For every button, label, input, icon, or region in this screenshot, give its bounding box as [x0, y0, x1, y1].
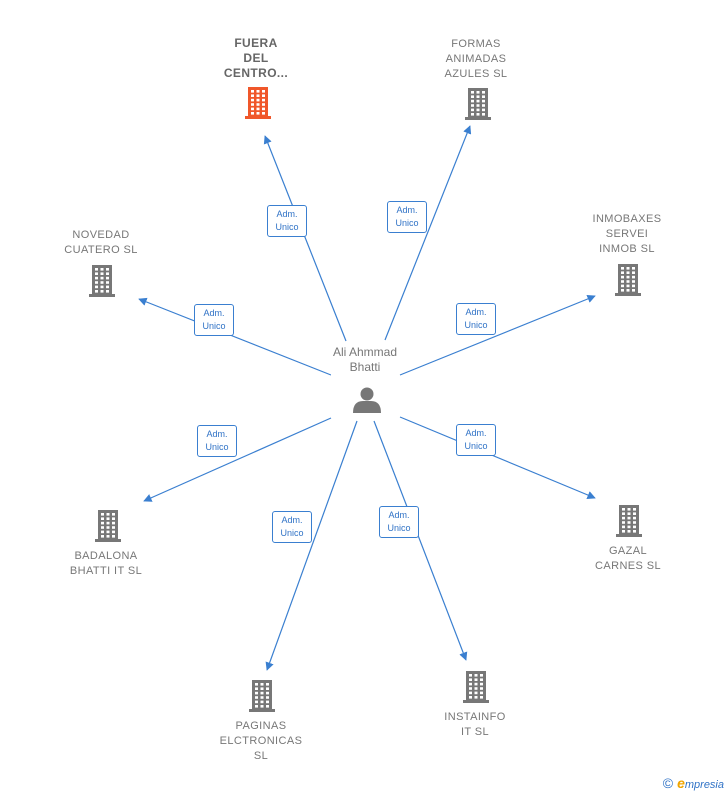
- edge-paginas: [265, 420, 358, 671]
- company-label-paginas[interactable]: PAGINAS ELCTRONICAS SL: [219, 720, 303, 762]
- role-badge-formas: Adm. Unico: [387, 201, 427, 233]
- role-badge-inmobaxes: Adm. Unico: [456, 303, 496, 335]
- role-badge-fuera: Adm. Unico: [267, 205, 307, 237]
- edge-badalona: [143, 417, 332, 502]
- role-badge-paginas: Adm. Unico: [272, 511, 312, 543]
- edge-inmobaxes: [399, 294, 596, 376]
- role-badge-gazal: Adm. Unico: [456, 424, 496, 456]
- company-label-gazal[interactable]: GAZAL CARNES SL: [595, 545, 661, 572]
- role-badge-instainfo: Adm. Unico: [379, 506, 419, 538]
- person-name-label[interactable]: Ali Ahmmad Bhatti: [330, 345, 400, 375]
- company-label-instainfo[interactable]: INSTAINFO IT SL: [444, 711, 506, 738]
- role-badge-novedad: Adm. Unico: [194, 304, 234, 336]
- edge-instainfo: [373, 420, 468, 661]
- building-icon-badalona[interactable]: [95, 510, 121, 542]
- brand-name: mpresia: [684, 779, 724, 791]
- role-badge-badalona: Adm. Unico: [197, 425, 237, 457]
- building-icon-paginas[interactable]: [249, 680, 275, 712]
- edge-fuera: [263, 135, 347, 342]
- company-label-novedad[interactable]: NOVEDAD CUATERO SL: [64, 229, 138, 256]
- edges-layer: [138, 125, 596, 671]
- edge-gazal: [399, 416, 596, 499]
- footer-brand[interactable]: ©empresia: [663, 775, 724, 791]
- building-icon-inmobaxes[interactable]: [615, 264, 641, 296]
- building-icon-gazal[interactable]: [616, 505, 642, 537]
- icons-layer: [89, 87, 642, 712]
- edge-formas: [384, 125, 472, 341]
- copyright-icon: ©: [662, 775, 674, 791]
- building-icon-formas[interactable]: [465, 88, 491, 120]
- company-label-fuera[interactable]: FUERA DEL CENTRO...: [223, 36, 289, 80]
- company-label-badalona[interactable]: BADALONA BHATTI IT SL: [69, 550, 143, 577]
- person-icon[interactable]: [353, 387, 381, 414]
- building-icon-instainfo[interactable]: [463, 671, 489, 703]
- brand-logo-letter: e: [677, 775, 685, 791]
- company-label-inmobaxes[interactable]: INMOBAXES SERVEI INMOB SL: [592, 213, 662, 255]
- building-icon-novedad[interactable]: [89, 265, 115, 297]
- edge-novedad: [138, 297, 332, 376]
- company-label-formas[interactable]: FORMAS ANIMADAS AZULES SL: [444, 38, 508, 80]
- building-icon-fuera[interactable]: [245, 87, 271, 119]
